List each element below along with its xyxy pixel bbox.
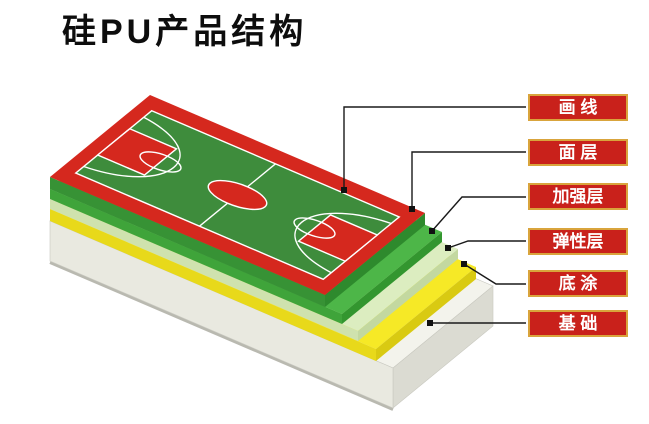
elastic-layer-right-face (358, 249, 458, 341)
leader-markers (341, 187, 467, 326)
marker-primer (461, 261, 467, 267)
court-left-key (98, 129, 177, 175)
label-primer: 底 涂 (528, 270, 628, 297)
label-surface-layer: 面 层 (528, 139, 628, 166)
label-reinforcement-layer-text: 加强层 (552, 187, 604, 206)
label-foundation-text: 基 础 (558, 314, 598, 333)
label-markings: 画 线 (528, 94, 628, 121)
leader-line-reinforcement (431, 196, 526, 232)
base-shadow-edge (49, 261, 394, 411)
court-left-freethrow-circle (134, 148, 187, 176)
court-right-key (299, 215, 378, 261)
marker-foundation (427, 320, 433, 326)
court-right-threepoint-arc (271, 198, 391, 273)
primer-layer-front-face (50, 209, 376, 361)
label-foundation: 基 础 (528, 310, 628, 337)
marker-surface (409, 206, 415, 212)
court-surface (50, 95, 425, 295)
leader-line-surface (411, 151, 526, 209)
reinforcement-layer-front-face (50, 189, 342, 324)
page-title: 硅PU产品结构 (62, 13, 308, 51)
court-right-freethrow-circle (288, 214, 341, 242)
reinforcement-layer-right-face (342, 232, 442, 324)
court-left-threepoint-arc (84, 117, 204, 192)
label-surface-layer-text: 面 层 (558, 143, 598, 162)
marker-markings (341, 187, 347, 193)
leader-lines (343, 106, 526, 324)
leader-line-elastic (447, 240, 526, 249)
label-reinforcement-layer: 加强层 (528, 183, 628, 210)
elastic-layer-front-face (50, 199, 358, 341)
court-center-circle (200, 175, 275, 215)
marker-reinforcement (429, 228, 435, 234)
marker-elastic (445, 245, 451, 251)
label-markings-text: 画 线 (558, 98, 598, 117)
primer-layer-right-face (376, 267, 476, 361)
leader-line-primer (463, 263, 526, 285)
surface-layer-front-face (50, 177, 325, 307)
surface-layer-right-face (325, 213, 425, 307)
label-primer-text: 底 涂 (558, 274, 598, 293)
label-elastic-layer: 弹性层 (528, 228, 628, 255)
label-elastic-layer-text: 弹性层 (552, 232, 604, 251)
surface-layer-sides (50, 177, 425, 307)
leader-line-markings (343, 106, 526, 190)
